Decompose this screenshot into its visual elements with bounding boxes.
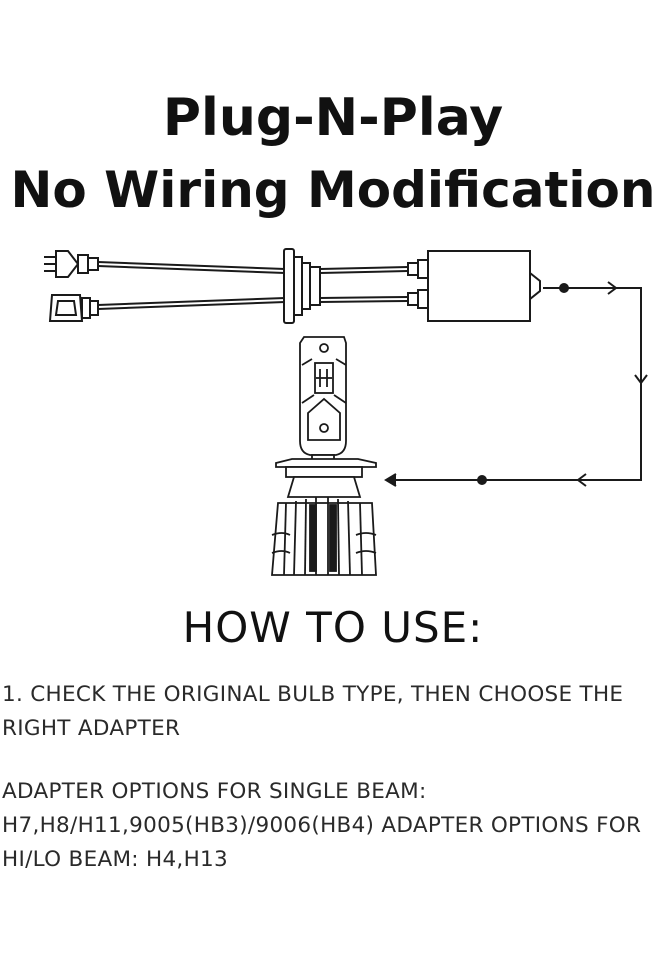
title-no-wiring-modification: No Wiring Modification: [10, 161, 656, 219]
adapter-options-text: ADAPTER OPTIONS FOR SINGLE BEAM: H7,H8/H…: [2, 779, 642, 872]
led-bulb-icon: [271, 336, 377, 576]
how-to-use-heading: HOW TO USE:: [182, 603, 484, 652]
title-plug-n-play: Plug-N-Play: [162, 88, 504, 148]
rubber-grommet-icon: [283, 248, 321, 324]
driver-box-icon: [407, 250, 541, 322]
plug-connector-icon: [44, 250, 99, 278]
adapter-connector-icon: [48, 294, 99, 322]
flow-arrow-icon: [384, 281, 648, 487]
step-1-instruction: 1. CHECK THE ORIGINAL BULB TYPE, THEN CH…: [2, 682, 624, 741]
wiring-diagram: [44, 248, 648, 576]
wire-harness: [97, 261, 409, 310]
